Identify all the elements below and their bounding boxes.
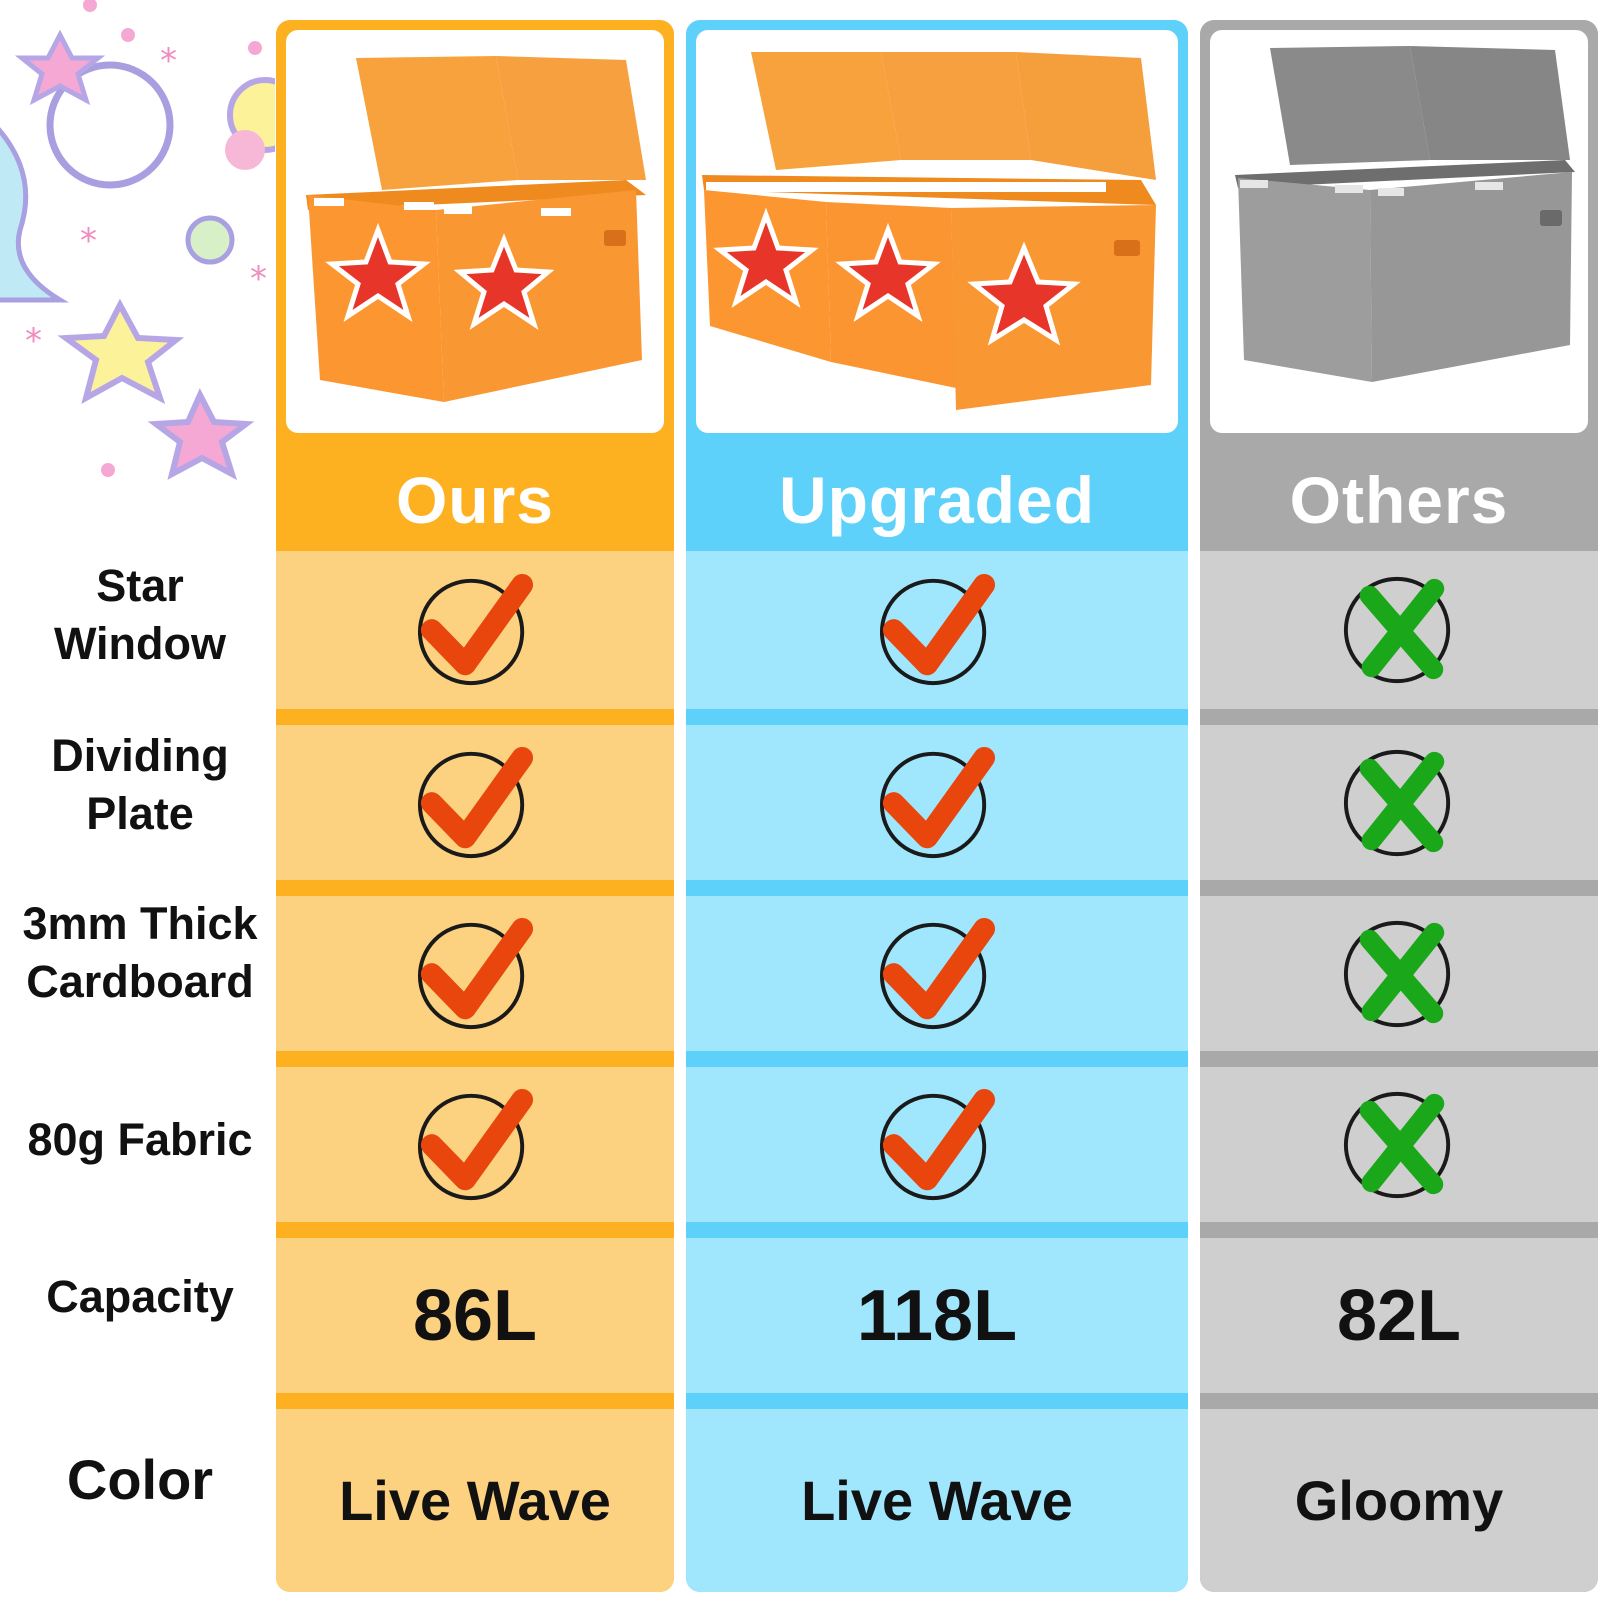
red-check-circle-icon — [417, 1088, 534, 1200]
column-title-others: Others — [1289, 463, 1509, 537]
cell-upgraded-star-window — [686, 551, 1188, 709]
cell-ours-cardboard — [276, 896, 674, 1051]
red-check-circle-icon — [879, 917, 996, 1029]
cell-others-cardboard — [1200, 896, 1598, 1051]
red-check-circle-icon — [879, 1088, 996, 1200]
red-check-circle-icon — [879, 746, 996, 858]
orange-three-star-storage-box-image — [702, 52, 1156, 410]
svg-text:*: * — [25, 321, 42, 361]
row-label-capacity: Capacity — [46, 1271, 234, 1322]
gray-storage-box-image — [1235, 46, 1575, 382]
cell-others-capacity: 82L — [1200, 1238, 1598, 1393]
red-check-circle-icon — [417, 573, 534, 686]
cell-ours-star-window — [276, 551, 674, 709]
decorative-stars-bubbles: * * * * — [0, 0, 275, 481]
orange-two-star-storage-box-image — [306, 56, 646, 402]
cell-upgraded-capacity: 118L — [686, 1238, 1188, 1393]
green-cross-circle-icon — [1343, 1091, 1451, 1198]
svg-text:*: * — [80, 221, 97, 261]
green-cross-circle-icon — [1343, 920, 1451, 1027]
column-title-ours: Ours — [395, 463, 555, 537]
cell-upgraded-color: Live Wave — [686, 1409, 1188, 1592]
row-label-fabric: 80g Fabric — [27, 1114, 253, 1165]
green-cross-circle-icon — [1343, 576, 1451, 684]
cell-others-dividing-plate — [1200, 725, 1598, 880]
row-label-color: Color — [66, 1448, 214, 1511]
svg-text:*: * — [160, 41, 177, 81]
svg-text:*: * — [250, 259, 267, 299]
red-check-circle-icon — [879, 573, 996, 686]
product-photo-ours — [286, 30, 664, 433]
cell-upgraded-dividing-plate — [686, 725, 1188, 880]
product-photo-upgraded — [696, 30, 1178, 433]
cell-ours-capacity: 86L — [276, 1238, 674, 1393]
product-photo-others — [1210, 30, 1588, 433]
cell-upgraded-cardboard — [686, 896, 1188, 1051]
column-upgraded: Upgraded 118L Live Wave — [686, 20, 1188, 1592]
column-others: Others 82L Gloomy — [1200, 20, 1598, 1592]
red-check-circle-icon — [417, 746, 534, 858]
red-check-circle-icon — [417, 917, 534, 1029]
column-ours: Ours 86L Live Wave — [276, 20, 674, 1592]
cell-others-color: Gloomy — [1200, 1409, 1598, 1592]
green-cross-circle-icon — [1343, 749, 1451, 856]
column-title-upgraded: Upgraded — [778, 463, 1096, 537]
cell-others-fabric — [1200, 1067, 1598, 1222]
cell-others-star-window — [1200, 551, 1598, 709]
cell-ours-color: Live Wave — [276, 1409, 674, 1592]
cell-ours-dividing-plate — [276, 725, 674, 880]
cell-ours-fabric — [276, 1067, 674, 1222]
cell-upgraded-fabric — [686, 1067, 1188, 1222]
